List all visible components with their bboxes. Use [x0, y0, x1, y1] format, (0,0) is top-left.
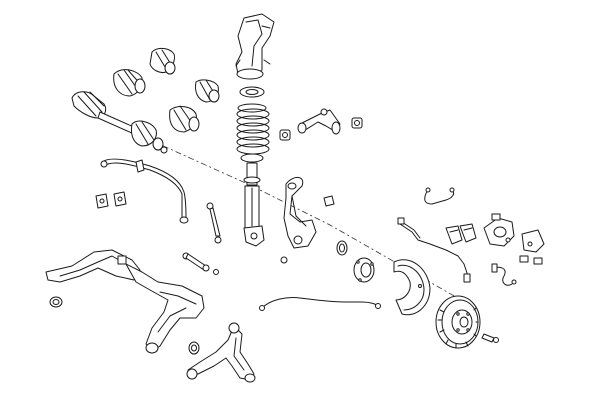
shock-absorber — [243, 162, 265, 247]
arm-bushing-a — [279, 129, 291, 141]
wear-sensor-cable — [424, 187, 455, 205]
cv-boot-3 — [195, 79, 220, 103]
lower-control-arm — [186, 322, 256, 383]
subframe — [45, 249, 205, 354]
control-arm-bushing — [188, 341, 200, 355]
strut-top-mount — [235, 13, 275, 80]
speedometer-cable — [259, 297, 381, 311]
brake-pads — [445, 223, 477, 245]
hub-nut — [323, 195, 335, 207]
brake-caliper — [483, 213, 515, 247]
upper-control-arm — [297, 108, 341, 135]
brake-hose — [491, 263, 517, 286]
cv-boot-4 — [169, 105, 200, 133]
subframe-mount — [49, 296, 63, 308]
stabilizer-bar — [100, 158, 189, 224]
caliper-bolts — [519, 255, 543, 265]
steering-knuckle — [283, 177, 317, 249]
strut-bearing — [237, 86, 267, 113]
brake-dust-shield — [393, 259, 431, 316]
abs-sensor — [397, 217, 471, 283]
stabilizer-bushing-1 — [95, 193, 109, 209]
assembly-centerline — [149, 139, 471, 306]
brake-disc — [435, 295, 481, 349]
stabilizer-bushing-2 — [113, 191, 127, 207]
drive-shaft — [71, 91, 168, 154]
disc-screw — [481, 333, 499, 343]
coil-spring — [236, 108, 270, 163]
knuckle-bolt — [280, 256, 288, 264]
wheel-hub — [353, 257, 375, 283]
arm-bushing-b — [351, 117, 363, 129]
stabilizer-link-horizontal — [182, 252, 219, 275]
cv-boot-1 — [149, 47, 176, 75]
hub-bearing — [336, 240, 348, 256]
cv-boot-2 — [113, 69, 146, 97]
stabilizer-link-vertical — [206, 202, 222, 244]
caliper-bracket — [521, 229, 545, 253]
